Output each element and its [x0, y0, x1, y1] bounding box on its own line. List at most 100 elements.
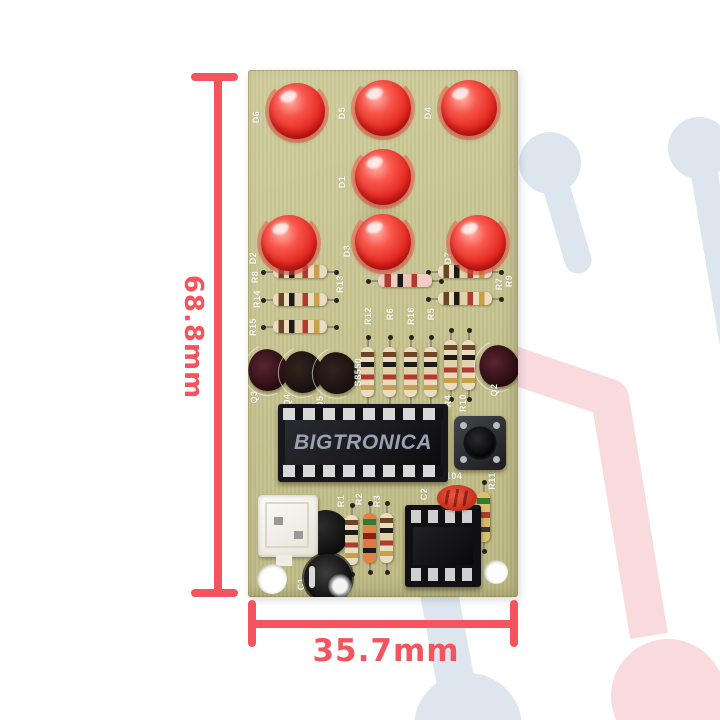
resistor-R7 — [438, 292, 492, 305]
blue-node-bottom — [414, 673, 522, 720]
blue-node-1-stem — [539, 162, 592, 274]
pad-R8-b — [334, 270, 339, 275]
pad-R13-b — [439, 279, 444, 284]
pad-R6-a — [388, 335, 393, 340]
mounting-hole-right — [484, 560, 508, 584]
pad-R1-a — [350, 503, 355, 508]
resistor-R12 — [361, 347, 374, 397]
resistor-label-R6: R6 — [385, 307, 395, 321]
pad-R12-a — [366, 335, 371, 340]
pad-R13-a — [366, 279, 371, 284]
pad-R2-b — [368, 570, 373, 575]
resistor-label-R7: R7 — [494, 277, 504, 291]
resistor-R4 — [444, 340, 457, 390]
resistor-R16 — [404, 347, 417, 397]
resistor-label-R14: R14 — [252, 289, 262, 309]
resistor-label-R11: R11 — [487, 472, 497, 490]
width-dimension-cap-right — [510, 600, 518, 647]
button-cap — [465, 428, 495, 458]
transistor-label-Q2: Q2 — [489, 383, 499, 397]
led-label-D2: D2 — [248, 251, 258, 265]
pad-R15-a — [261, 325, 266, 330]
resistor-R14 — [273, 293, 327, 306]
led-D1 — [351, 145, 415, 209]
socket-contacts-top — [283, 408, 443, 420]
resistor-R3 — [380, 513, 393, 563]
height-dimension-line — [214, 77, 222, 593]
led-D5 — [351, 76, 415, 140]
resistor-R1 — [345, 515, 358, 565]
resistor-label-R12: R12 — [363, 306, 373, 326]
main-ic-chip: BIGTRONICA — [285, 420, 441, 465]
dip8-contacts-bottom — [411, 568, 475, 581]
electrolytic-capacitor-C1 — [304, 554, 352, 597]
pad-R16-a — [409, 335, 414, 340]
pad-R15-b — [334, 325, 339, 330]
height-dimension-cap-bottom — [191, 589, 238, 597]
resistor-R2 — [363, 513, 376, 563]
resistor-label-R1: R1 — [336, 494, 346, 508]
pink-trace-node — [611, 639, 720, 720]
pad-R3-b — [385, 570, 390, 575]
pad-R10-a — [467, 328, 472, 333]
led-label-D6: D6 — [251, 110, 261, 124]
pad-R7-a — [426, 297, 431, 302]
tactile-push-button — [454, 416, 506, 470]
pad-R8-a — [261, 270, 266, 275]
resistor-R6 — [383, 347, 396, 397]
height-dimension-cap-top — [191, 73, 238, 81]
led-label-D1: D1 — [337, 175, 347, 189]
resistor-R5 — [424, 347, 437, 397]
led-label-D5: D5 — [337, 106, 347, 120]
dip16-ic-socket: BIGTRONICA — [278, 404, 448, 482]
led-D7 — [446, 211, 510, 275]
resistor-R13 — [378, 274, 432, 287]
width-dimension-label: 35.7mm — [312, 633, 460, 669]
pad-R7-b — [499, 297, 504, 302]
pad-R4-a — [449, 328, 454, 333]
resistor-label-R2: R2 — [354, 492, 364, 506]
resistor-label-R3: R3 — [372, 494, 382, 508]
button-corner-pins — [460, 422, 467, 429]
led-D3 — [351, 210, 415, 274]
led-D2 — [257, 211, 321, 275]
transistor-label-Q3: Q3 — [249, 390, 259, 404]
ic-brand-text: BIGTRONICA — [294, 430, 432, 454]
led-label-D4: D4 — [423, 106, 433, 120]
resistor-label-R8: R8 — [250, 270, 260, 284]
pad-R1-b — [350, 572, 355, 577]
pad-R9-b — [499, 270, 504, 275]
pad-R2-a — [368, 501, 373, 506]
mounting-hole-left — [257, 564, 287, 594]
width-dimension-line — [252, 620, 514, 628]
socket-contacts-bottom — [283, 465, 443, 477]
resistor-label-R15: R15 — [248, 317, 258, 337]
resistor-R10 — [462, 340, 475, 390]
pad-R9-a — [426, 270, 431, 275]
ceramic-disc-capacitor-C2 — [437, 485, 477, 511]
pad-R4-b — [449, 397, 454, 402]
pad-R11-a — [482, 480, 487, 485]
power-connector — [258, 495, 318, 566]
pad-R14-b — [334, 298, 339, 303]
blue-node-2-stem — [688, 146, 720, 347]
pink-trace-line — [473, 336, 668, 640]
connector-pins — [274, 517, 283, 525]
dip8-ic-socket — [405, 505, 481, 587]
resistor-R15 — [273, 320, 327, 333]
dip8-contacts-top — [411, 510, 475, 523]
silkscreen-C2: C2 — [419, 487, 429, 501]
resistor-label-R9: R9 — [504, 274, 514, 288]
pad-R3-a — [385, 501, 390, 506]
pad-R14-a — [261, 298, 266, 303]
silkscreen-S8550: S8550 — [353, 357, 363, 387]
led-D4 — [437, 76, 501, 140]
pad-R10-b — [467, 397, 472, 402]
resistor-label-R10: R10 — [458, 393, 468, 413]
height-dimension-label: 68.8mm — [178, 274, 208, 400]
resistor-label-R16: R16 — [406, 306, 416, 326]
led-D6 — [265, 79, 329, 143]
resistor-label-R13: R13 — [335, 274, 345, 294]
